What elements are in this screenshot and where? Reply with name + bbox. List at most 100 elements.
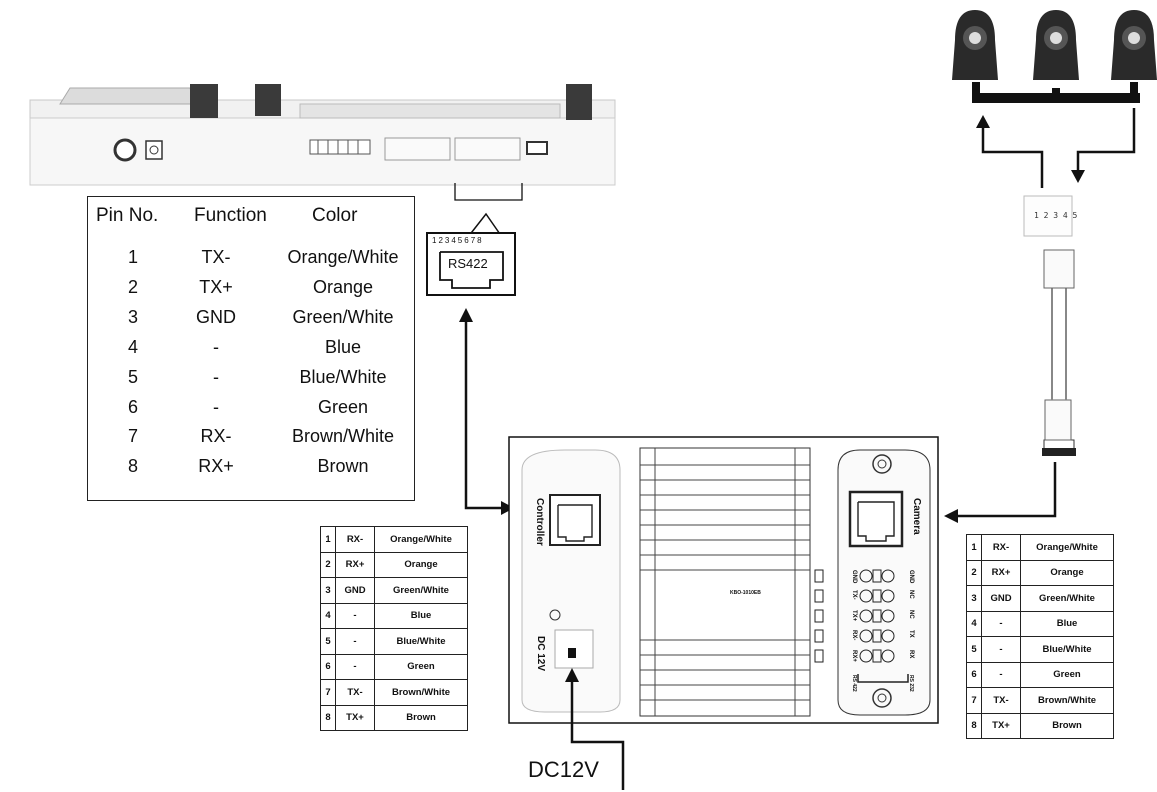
pin-cell: 2	[320, 551, 336, 578]
main-pin-table: Pin No. Function Color 1 TX- Orange/Whit…	[87, 196, 415, 501]
color-cell: Green	[374, 653, 468, 680]
pin-cell: 3	[320, 577, 336, 604]
controller-device	[29, 84, 616, 186]
signal-cell: RX-	[335, 526, 375, 553]
color-cell: Brown/White	[291, 426, 395, 446]
color-cell: Orange/White	[1020, 534, 1114, 561]
pin-cell: 7	[320, 679, 336, 706]
pin-cell: 2	[966, 559, 982, 586]
pin-cell: 5	[966, 636, 982, 663]
signal-cell: -	[981, 636, 1021, 663]
pin-cell: 6	[127, 397, 138, 417]
function-cell: TX+	[199, 277, 233, 297]
signal-cell: GND	[981, 585, 1021, 612]
pin-cell: 6	[966, 661, 982, 688]
rs422-pin-numbers: 12345678	[432, 236, 484, 245]
signal-cell: RX+	[335, 551, 375, 578]
function-cell: GND	[196, 307, 236, 327]
table-row: 5-Blue/White	[966, 636, 1114, 663]
signal-cell: -	[981, 610, 1021, 637]
function-cell: -	[213, 337, 219, 357]
color-cell: Brown/White	[374, 679, 468, 706]
header-function: Function	[194, 205, 267, 226]
color-cell: Brown	[374, 704, 468, 731]
color-cell: Orange	[312, 277, 374, 297]
signal-cell: -	[981, 661, 1021, 688]
function-cell: TX-	[201, 247, 231, 267]
pin-cell: 8	[966, 712, 982, 739]
signal-cell: GND	[335, 577, 375, 604]
ptz-camera-1	[952, 10, 998, 80]
function-cell: RX-	[200, 426, 232, 446]
rs422-label: RS422	[448, 256, 488, 271]
pin-cell: 7	[966, 687, 982, 714]
color-cell: Orange/White	[287, 247, 399, 267]
function-cell: -	[213, 397, 219, 417]
pin-cell: 4	[127, 337, 138, 357]
terminal-label: NC	[908, 610, 914, 619]
signal-cell: TX-	[981, 687, 1021, 714]
color-cell: Green/White	[1020, 585, 1114, 612]
rs422-tag: RS 422	[851, 675, 857, 692]
pin-cell: 7	[127, 426, 138, 446]
pin-cell: 1	[966, 534, 982, 561]
svg-text:1 2 3 4 5: 1 2 3 4 5	[1034, 211, 1078, 220]
color-cell: Blue	[324, 337, 362, 357]
camera-cable: 1 2 3 4 5	[1023, 195, 1078, 456]
function-cell: RX+	[198, 456, 234, 476]
pin-cell: 1	[320, 526, 336, 553]
terminal-label: TX-	[851, 590, 857, 600]
camera-port-label: Camera	[911, 498, 922, 535]
table-row: 6-Green	[966, 661, 1114, 688]
color-cell: Blue	[374, 602, 468, 629]
pin-cell: 3	[966, 585, 982, 612]
rs232-tag: RS 232	[908, 675, 914, 692]
color-cell: Green/White	[374, 577, 468, 604]
signal-cell: -	[335, 602, 375, 629]
color-cell: Blue/White	[374, 628, 468, 655]
color-cell: Blue/White	[299, 367, 387, 387]
table-row: 4-Blue	[966, 610, 1114, 637]
table-row: 5-Blue/White	[320, 628, 468, 655]
pin-cell: 2	[127, 277, 138, 297]
signal-cell: TX+	[981, 712, 1021, 739]
pin-cell: 3	[127, 307, 138, 327]
header-color: Color	[312, 205, 358, 226]
color-cell: Brown/White	[1020, 687, 1114, 714]
model-label: KBO-1010EB	[730, 590, 761, 596]
power-line	[565, 668, 625, 790]
pin-cell: 4	[966, 610, 982, 637]
color-cell: Orange	[374, 551, 468, 578]
signal-cell: -	[335, 628, 375, 655]
terminal-label: GND	[908, 570, 914, 584]
terminal-label: GND	[851, 570, 857, 584]
pin-cell: 5	[320, 628, 336, 655]
table-row: 4-Blue	[320, 602, 468, 629]
power-label: DC12V	[528, 757, 599, 782]
controller-link-arrow	[459, 308, 514, 515]
ptz-camera-3	[1111, 10, 1157, 80]
signal-cell: RX-	[981, 534, 1021, 561]
signal-cell: TX+	[335, 704, 375, 731]
terminal-label: RX	[908, 650, 914, 659]
camera-link-arrow	[944, 462, 1057, 523]
pin-cell: 8	[320, 704, 336, 731]
rs422-port	[426, 232, 516, 296]
pin-cell: 6	[320, 653, 336, 680]
terminal-label: RX-	[851, 630, 857, 641]
table-row: 6-Green	[320, 653, 468, 680]
terminal-label: NC	[908, 590, 914, 599]
converter-box	[508, 436, 939, 724]
signal-cell: -	[335, 653, 375, 680]
pin-cell: 8	[127, 456, 138, 476]
